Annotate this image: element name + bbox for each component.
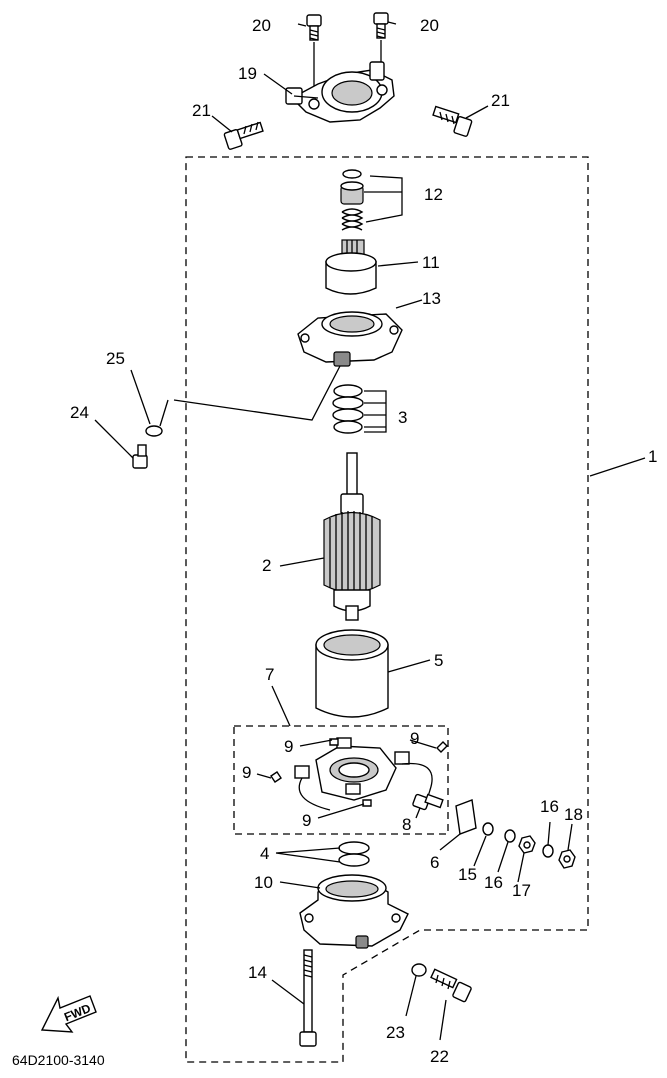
washer-16a xyxy=(504,829,516,843)
callout-25: 25 xyxy=(106,349,125,368)
callout-9-b: 9 xyxy=(410,729,419,748)
callout-22: 22 xyxy=(430,1047,449,1066)
lower-bracket-10 xyxy=(299,874,409,949)
callout-9-a: 9 xyxy=(284,737,293,756)
callout-8: 8 xyxy=(402,815,411,834)
callout-12: 12 xyxy=(424,185,443,204)
leader-lines xyxy=(94,21,646,1041)
callout-19: 19 xyxy=(238,64,257,83)
shims-3 xyxy=(332,384,364,434)
callout-18: 18 xyxy=(564,805,583,824)
callout-21-right: 21 xyxy=(491,91,510,110)
nut-18 xyxy=(558,849,576,869)
callout-3: 3 xyxy=(398,408,407,427)
terminal-bolt-8 xyxy=(412,793,444,811)
callout-15: 15 xyxy=(458,865,477,884)
callout-1: 1 xyxy=(648,447,657,466)
bolt-21-left xyxy=(223,121,264,150)
callout-23: 23 xyxy=(386,1023,405,1042)
callout-10: 10 xyxy=(254,873,273,892)
brush-holder-7 xyxy=(270,737,448,811)
callout-4: 4 xyxy=(260,844,269,863)
cover-13 xyxy=(297,311,403,367)
armature-2 xyxy=(323,452,381,621)
yoke-5 xyxy=(315,629,389,718)
nut-17 xyxy=(518,835,536,854)
bolt-20-right xyxy=(373,12,389,39)
washer-15 xyxy=(482,822,494,836)
callout-11: 11 xyxy=(422,253,440,272)
fwd-arrow-icon: FWD xyxy=(40,995,97,1033)
screw-24 xyxy=(132,444,148,469)
callout-5: 5 xyxy=(434,651,443,670)
washer-23 xyxy=(411,963,427,977)
callout-17: 17 xyxy=(512,881,531,900)
through-bolt-14 xyxy=(299,949,317,1047)
plate-6 xyxy=(455,799,477,835)
bracket-19 xyxy=(285,61,395,123)
callout-14: 14 xyxy=(248,963,267,982)
callout-7: 7 xyxy=(265,665,274,684)
fwd-label: FWD xyxy=(62,1001,93,1024)
brush-holder-assembly-boundary xyxy=(233,725,449,835)
washer-25 xyxy=(145,425,163,437)
assembly-1-boundary xyxy=(185,156,589,1063)
callout-16-b: 16 xyxy=(484,873,503,892)
diagram-code: 64D2100-3140 xyxy=(12,1052,105,1068)
bolt-22 xyxy=(430,968,472,1003)
callout-9-c: 9 xyxy=(242,763,251,782)
callout-2: 2 xyxy=(262,556,271,575)
callout-20-right: 20 xyxy=(420,16,439,35)
callout-6: 6 xyxy=(430,853,439,872)
bolt-20-left xyxy=(306,14,322,41)
callout-24: 24 xyxy=(70,403,89,422)
pinion-gear-11 xyxy=(325,239,377,295)
part-12-spacer-spring-clip xyxy=(340,169,364,231)
callout-20-left: 20 xyxy=(252,16,271,35)
callout-16-a: 16 xyxy=(540,797,559,816)
callout-21-left: 21 xyxy=(192,101,211,120)
callout-13: 13 xyxy=(422,289,441,308)
callout-9-d: 9 xyxy=(302,811,311,830)
washer-16b xyxy=(542,844,554,858)
washers-4 xyxy=(338,841,370,867)
bolt-21-right xyxy=(432,105,473,137)
